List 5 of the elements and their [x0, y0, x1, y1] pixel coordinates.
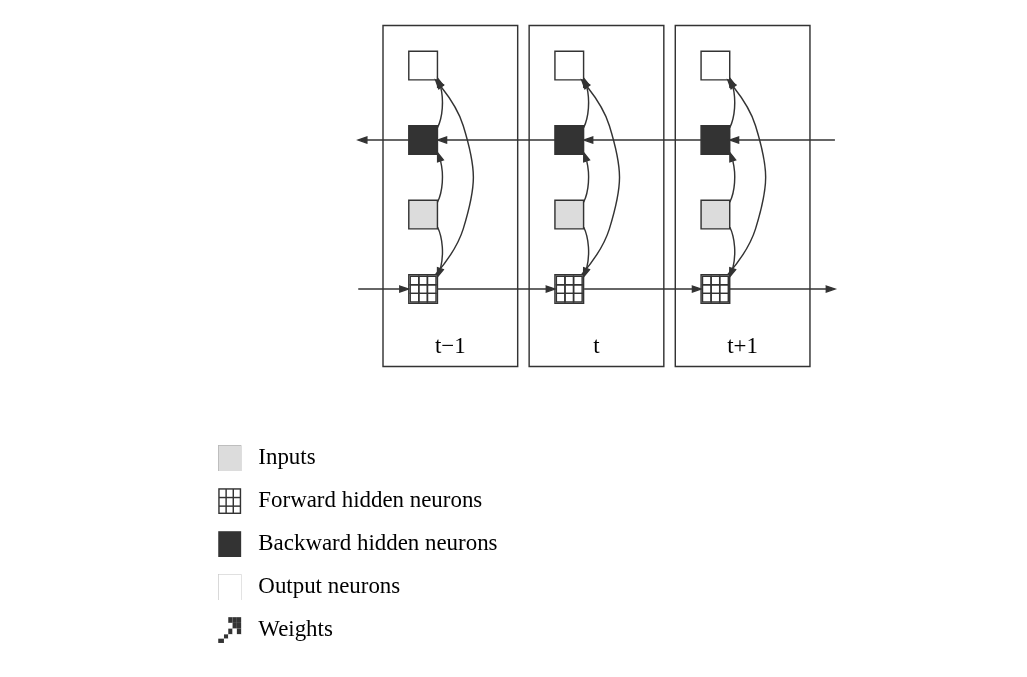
- legend-label: Weights: [257, 615, 333, 641]
- legend-label: Inputs: [257, 443, 316, 469]
- legend-label: Output neurons: [257, 572, 400, 598]
- legend-label: Forward hidden neurons: [257, 486, 482, 512]
- legend-label: Backward hidden neurons: [257, 529, 498, 555]
